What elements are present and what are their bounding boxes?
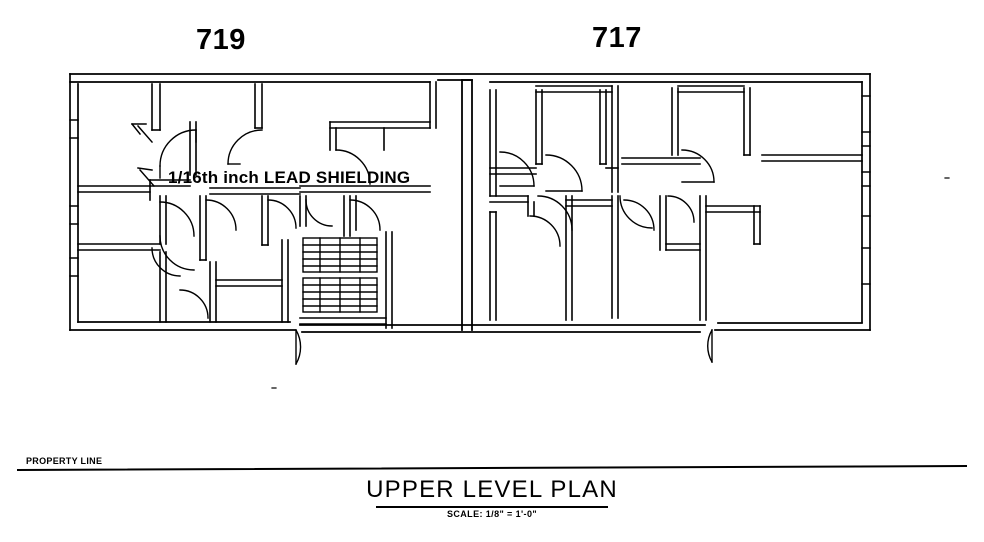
property-line [16, 464, 968, 472]
plan-linework [16, 73, 968, 472]
window-openings-left [69, 119, 79, 277]
unit-719-partitions [77, 81, 437, 329]
title-block: UPPER LEVEL PLAN SCALE: 1/8" = 1'-0" [0, 476, 984, 520]
lead-shielding-note: 1/16th inch LEAD SHIELDING [168, 168, 411, 187]
lead-shielding-leader [130, 122, 156, 188]
unit-number-719: 719 [196, 24, 246, 56]
door-swings-717 [499, 149, 715, 363]
plan-scale-note: SCALE: 1/8" = 1'-0" [446, 509, 538, 519]
window-openings-right [861, 95, 871, 285]
stair-719 [302, 237, 378, 313]
unit-number-717: 717 [592, 22, 642, 54]
plan-title: UPPER LEVEL PLAN [366, 476, 618, 503]
unit-717-partitions [489, 85, 863, 321]
party-wall [461, 79, 473, 331]
title-underline-rule [376, 506, 608, 508]
door-swings-719 [151, 129, 381, 365]
property-line-label: PROPERTY LINE [26, 456, 103, 466]
exterior-walls [69, 73, 871, 333]
